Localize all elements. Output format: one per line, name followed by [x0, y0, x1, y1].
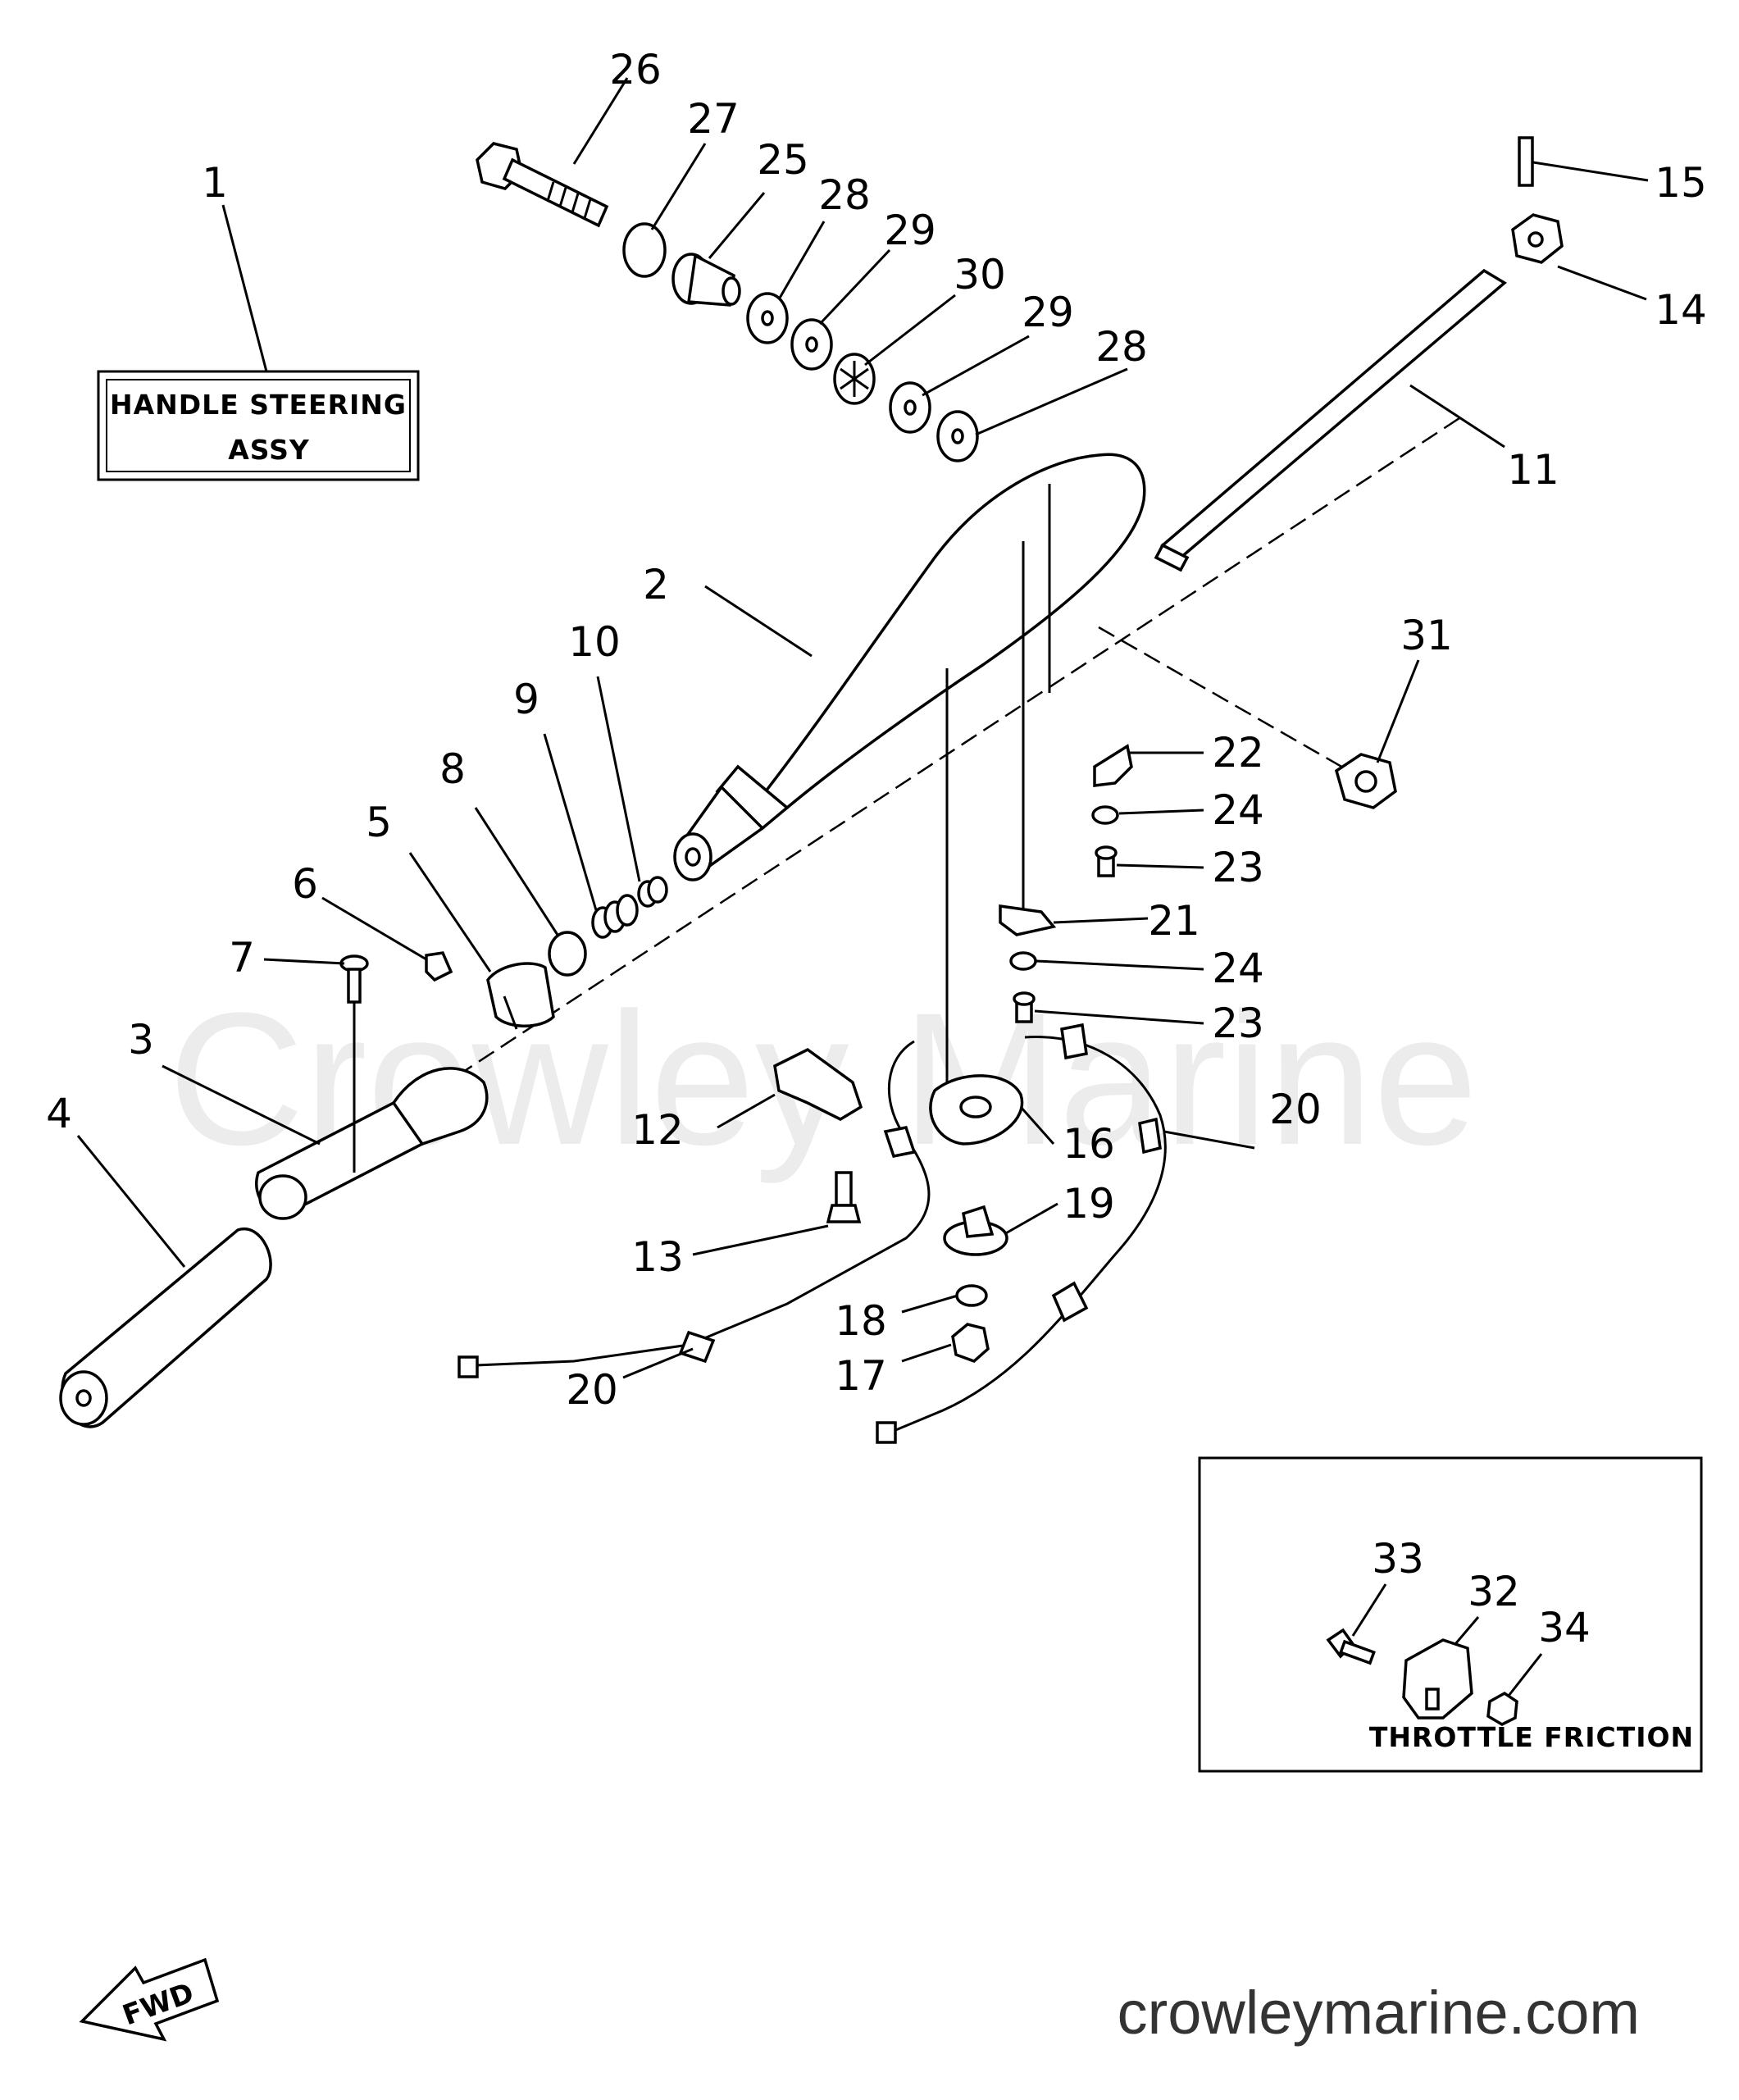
grip-4 — [59, 1227, 272, 1428]
callout-20a: 20 — [1269, 1086, 1322, 1133]
nut-34 — [1486, 1691, 1518, 1726]
callout-7: 7 — [229, 934, 255, 982]
washer-28 — [746, 292, 789, 344]
callout-30: 30 — [954, 251, 1006, 298]
callout-21: 21 — [1148, 897, 1200, 945]
callout-31: 31 — [1400, 612, 1453, 659]
box-label-throttle-friction: THROTTLE FRICTION — [1369, 1721, 1694, 1753]
callout-26: 26 — [609, 46, 662, 93]
callout-16: 16 — [1063, 1120, 1115, 1168]
washer-24 — [1091, 805, 1119, 825]
nut-14 — [1511, 213, 1564, 264]
callout-3: 3 — [128, 1016, 154, 1064]
screw-23 — [1095, 845, 1118, 877]
washer-29 — [790, 318, 833, 371]
callout-19: 19 — [1063, 1180, 1115, 1228]
callout-34: 34 — [1538, 1604, 1591, 1651]
cam-19 — [943, 1205, 1008, 1256]
plate-21 — [999, 904, 1057, 936]
block-32 — [1402, 1638, 1473, 1720]
callout-2: 2 — [643, 561, 669, 608]
callout-6: 6 — [292, 860, 318, 908]
link-12 — [773, 1047, 863, 1121]
nut-17 — [951, 1323, 990, 1363]
callout-29b: 29 — [1022, 289, 1074, 336]
throttle-friction-box: THROTTLE FRICTION — [1198, 1456, 1703, 1773]
callout-18: 18 — [835, 1297, 887, 1345]
callout-15: 15 — [1655, 159, 1707, 207]
callout-12: 12 — [631, 1106, 684, 1154]
callout-24a: 24 — [1212, 786, 1264, 834]
callout-13: 13 — [631, 1233, 684, 1281]
throttle-cable-20 — [458, 1023, 1167, 1444]
screw-33 — [1326, 1628, 1376, 1665]
callout-17: 17 — [835, 1352, 887, 1400]
callout-23a: 23 — [1212, 844, 1264, 891]
callout-10: 10 — [568, 618, 621, 666]
box-label-handle-steering: HANDLE STEERING — [110, 389, 407, 421]
leader-lines — [76, 77, 1649, 1697]
callout-28a: 28 — [818, 171, 871, 219]
callout-24b: 24 — [1212, 945, 1264, 992]
washer-18 — [955, 1284, 988, 1307]
washer-29b — [889, 381, 931, 434]
bolt-26 — [476, 142, 609, 228]
washer-24b — [1009, 951, 1037, 971]
spring-9 — [591, 894, 639, 939]
throttle-core-3 — [255, 1002, 489, 1220]
callout-9: 9 — [513, 676, 539, 723]
site-url: crowleymarine.com — [1118, 1979, 1640, 2047]
callout-28b: 28 — [1095, 323, 1148, 371]
knob-6 — [425, 951, 453, 982]
bolt-13 — [826, 1171, 862, 1223]
callout-22: 22 — [1212, 729, 1264, 777]
nut-31 — [1334, 753, 1397, 809]
washer-27 — [622, 222, 667, 278]
friction-ring-16 — [929, 1074, 1024, 1146]
callout-1: 1 — [202, 159, 228, 207]
callout-27: 27 — [687, 95, 740, 143]
washer-8 — [548, 931, 587, 977]
sleeve-5 — [486, 962, 555, 1030]
callout-8: 8 — [439, 745, 466, 793]
callout-33: 33 — [1372, 1535, 1424, 1583]
callout-25: 25 — [757, 136, 809, 184]
handle-steering-assy-box: HANDLE STEERING ASSY — [97, 370, 420, 481]
callout-23b: 23 — [1212, 1000, 1264, 1047]
screw-23b — [1013, 991, 1036, 1023]
handle-body-2 — [673, 453, 1146, 881]
callout-5: 5 — [366, 799, 392, 846]
callouts: 1 2 3 4 5 6 7 8 9 10 11 12 13 14 15 16 1… — [46, 46, 1707, 1651]
spring-10 — [637, 876, 668, 908]
rod-11 — [1154, 268, 1507, 572]
callout-14: 14 — [1655, 286, 1707, 334]
callout-4: 4 — [46, 1090, 72, 1137]
collar-25 — [671, 253, 741, 307]
callout-29a: 29 — [884, 207, 936, 254]
callout-32: 32 — [1468, 1568, 1520, 1615]
callout-20b: 20 — [566, 1366, 618, 1414]
box-label-assy: ASSY — [228, 434, 310, 466]
pin-15 — [1518, 136, 1534, 187]
bracket-22 — [1093, 744, 1133, 787]
star-washer-30 — [833, 353, 876, 405]
fwd-arrow: FWD — [79, 1957, 220, 2042]
callout-11: 11 — [1507, 446, 1559, 494]
washer-28b — [936, 410, 979, 462]
